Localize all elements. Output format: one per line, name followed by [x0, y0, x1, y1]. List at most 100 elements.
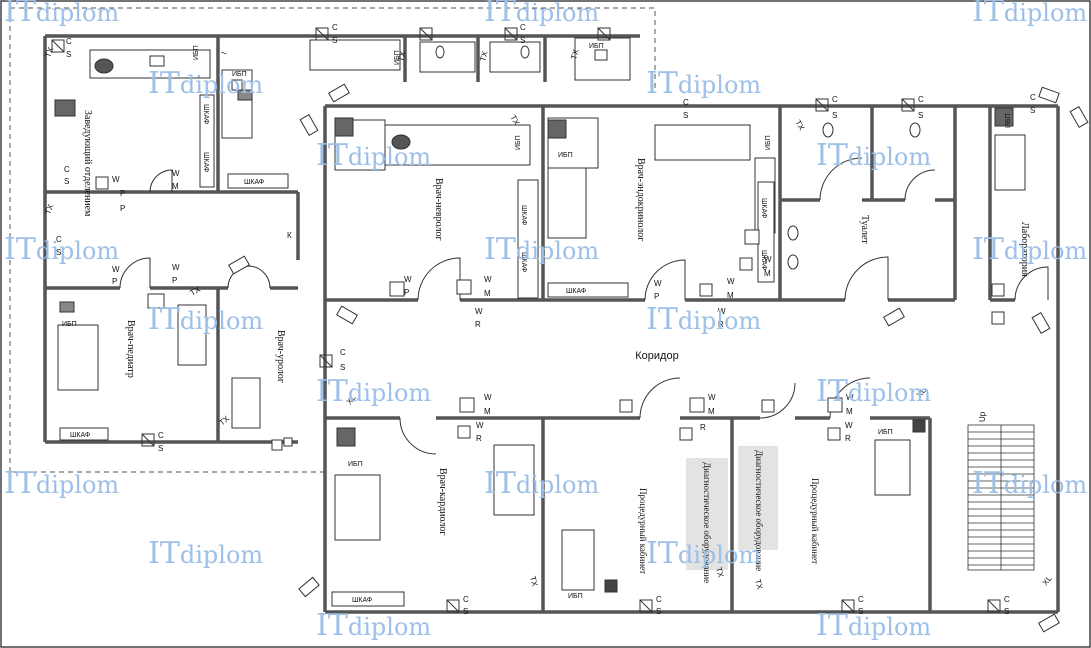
- socket-c-label: C: [1004, 595, 1010, 604]
- zone-boundary: [9, 7, 656, 473]
- i-label: I: [219, 51, 228, 56]
- outlet-w-label: W: [475, 307, 483, 316]
- socket-c-label: C: [463, 595, 469, 604]
- socket-s-label: S: [683, 111, 688, 120]
- socket-s-label: S: [832, 111, 837, 120]
- ups-label: ИБП: [568, 593, 583, 600]
- cabinet-label: ШКАФ: [202, 104, 209, 124]
- tx-label: TX: [396, 50, 408, 63]
- room-urolog-label: Врач-уролог: [275, 330, 286, 383]
- xl-label: XL: [915, 386, 929, 400]
- tx-label: TX: [528, 575, 540, 588]
- outlet-m-label: M: [484, 407, 491, 416]
- diagnostic-2-label: Диагностическое оборудование: [754, 450, 764, 571]
- outlet-m-label: M: [172, 182, 179, 191]
- room-lab-label: Лаборатория: [1019, 222, 1030, 277]
- main-building-walls: [323, 104, 1060, 614]
- tx-label: TX: [43, 202, 55, 215]
- cabinet-label: ШКАФ: [244, 179, 264, 186]
- outlet-w-label: W: [172, 263, 180, 272]
- socket-c-label: C: [56, 235, 62, 244]
- ups-label: ИБП: [232, 71, 247, 78]
- socket-s-label: S: [918, 111, 923, 120]
- socket-c-label: C: [520, 23, 526, 32]
- outlet-m-label: M: [708, 407, 715, 416]
- socket-s-label: S: [858, 607, 863, 616]
- socket-s-label: S: [1030, 106, 1035, 115]
- socket-c-label: C: [832, 95, 838, 104]
- staircase: [967, 424, 1035, 571]
- doors: [119, 157, 1049, 455]
- outlet-m-label: M: [846, 407, 853, 416]
- outlet-w-label: W: [112, 175, 120, 184]
- access-points: [51, 27, 1001, 613]
- xl-label: XL: [1041, 574, 1055, 588]
- room-procedural-2-label: Процедурный кабинет: [810, 478, 820, 564]
- ups-label: ИБП: [62, 321, 77, 328]
- outlet-p-label: P: [120, 204, 125, 213]
- stairs-up-label: Up: [978, 411, 987, 422]
- outlet-p-label: P: [120, 189, 125, 198]
- ups-label: ИБП: [394, 50, 401, 65]
- desks: [57, 37, 1026, 591]
- ups-label: ИБП: [765, 135, 772, 150]
- socket-s-label: S: [66, 50, 71, 59]
- ups-label: ИБП: [1005, 113, 1012, 128]
- ups-label: ИБП: [193, 45, 200, 60]
- socket-c-label: C: [64, 165, 70, 174]
- outlet-m-label: M: [727, 291, 734, 300]
- room-head-label: Заведующий отделением: [82, 110, 93, 217]
- outlet-r-label: R: [845, 434, 851, 443]
- tx-label: TX: [793, 119, 806, 133]
- socket-s-label: S: [463, 607, 468, 616]
- corridor-label: Коридор: [635, 350, 678, 362]
- cameras: [228, 83, 1089, 633]
- cabinet-label: ШКАФ: [202, 152, 209, 172]
- socket-s-label: S: [1004, 607, 1009, 616]
- socket-c-label: C: [66, 37, 72, 46]
- outlet-w-label: W: [484, 275, 492, 284]
- room-nevrolog-label: Врач-невролог: [433, 178, 444, 241]
- outlet-r-label: R: [718, 320, 724, 329]
- socket-c-label: C: [340, 348, 346, 357]
- outlet-r-label: R: [700, 423, 706, 432]
- socket-c-label: C: [918, 95, 924, 104]
- outlet-w-label: W: [404, 275, 412, 284]
- outlet-w-label: W: [718, 307, 726, 316]
- diagnostic-panels: [686, 446, 778, 570]
- socket-s-label: S: [332, 36, 337, 45]
- tx-label: TX: [753, 578, 765, 591]
- socket-c-label: C: [158, 431, 164, 440]
- phones: [94, 58, 411, 150]
- outlet-p-label: P: [112, 277, 117, 286]
- cabinets: [59, 94, 775, 607]
- socket-s-label: S: [656, 607, 661, 616]
- room-procedural-1-label: Процедурный кабинет: [638, 488, 648, 574]
- socket-s-label: S: [520, 36, 525, 45]
- room-endokrinolog-label: Врач-эндокринолог: [635, 158, 646, 241]
- socket-c-label: C: [858, 595, 864, 604]
- k-label: К: [287, 231, 292, 240]
- outlet-w-label: W: [708, 393, 716, 402]
- tx-label: TX: [43, 45, 55, 58]
- outlet-w-label: W: [112, 265, 120, 274]
- outlet-w-label: W: [845, 421, 853, 430]
- room-pediatr-label: Врач-педиатр: [125, 320, 136, 378]
- tx-label: TX: [478, 50, 490, 63]
- socket-s-label: S: [340, 363, 345, 372]
- outlet-w-label: W: [727, 277, 735, 286]
- equipment: [54, 49, 1014, 593]
- outlet-w-label: W: [484, 393, 492, 402]
- outlet-r-label: R: [476, 434, 482, 443]
- outlet-p-label: P: [172, 276, 177, 285]
- room-toilet-label: Туалет: [859, 215, 870, 244]
- ups-label: ИБП: [348, 461, 363, 468]
- outlet-w-label: W: [764, 255, 772, 264]
- socket-s-label: S: [56, 248, 61, 257]
- ups-label: ИБП: [878, 429, 893, 436]
- socket-c-label: C: [683, 98, 689, 107]
- fixtures: [435, 45, 921, 270]
- cabinet-label: ШКАФ: [566, 288, 586, 295]
